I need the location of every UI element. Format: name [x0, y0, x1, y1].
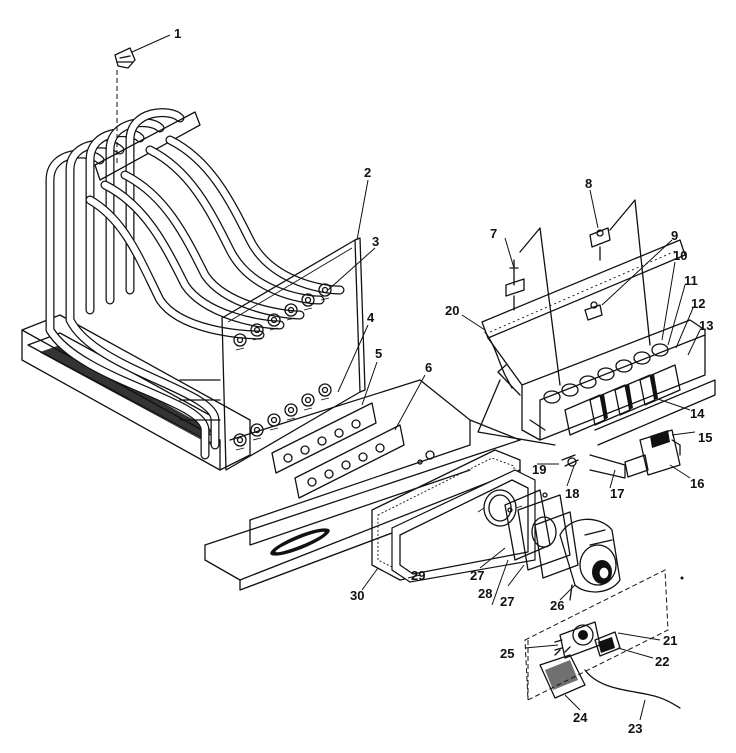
callout-28: 28 [478, 586, 492, 601]
callout-7: 7 [490, 226, 497, 241]
callout-15: 15 [698, 430, 712, 445]
callout-3: 3 [372, 234, 379, 249]
control-box [524, 569, 669, 701]
callout-16: 16 [690, 476, 704, 491]
callout-2: 2 [364, 165, 371, 180]
igniter [589, 227, 611, 261]
upper-burner-openings [233, 283, 332, 351]
cabinet-base [21, 314, 521, 591]
igniter-bracket [584, 301, 603, 321]
callout-22: 22 [655, 654, 669, 669]
callout-26: 26 [550, 598, 564, 613]
callout-21: 21 [663, 633, 677, 648]
callout-12: 12 [691, 296, 705, 311]
callout-9: 9 [671, 228, 678, 243]
callout-5: 5 [375, 346, 382, 361]
callout-18: 18 [565, 486, 579, 501]
assembly-line-8 [609, 199, 651, 346]
callout-23: 23 [628, 721, 642, 736]
gasket-27-lower [534, 511, 579, 579]
crossover-tube [484, 331, 513, 389]
callout-24: 24 [573, 710, 588, 725]
callout-30: 30 [350, 588, 364, 603]
callout-numbers: 1 2 3 4 5 6 7 8 9 10 11 12 13 14 15 16 1… [174, 26, 713, 736]
callout-1: 1 [174, 26, 181, 41]
heat-exchanger-tubes [45, 108, 345, 460]
callout-10: 10 [673, 248, 687, 263]
mount-dot [680, 576, 684, 580]
transformer-24 [539, 646, 586, 699]
callout-6: 6 [425, 360, 432, 375]
lower-burner-openings [233, 383, 332, 451]
burners [564, 364, 681, 436]
callout-14: 14 [690, 406, 705, 421]
gasket-5 [271, 402, 377, 474]
orifice-19 [561, 454, 579, 467]
callout-4: 4 [367, 310, 375, 325]
wire-harness-23 [584, 669, 681, 709]
callout-29: 29 [411, 568, 425, 583]
callout-13: 13 [699, 318, 713, 333]
callout-19: 19 [532, 462, 546, 477]
collector-box-29 [391, 469, 536, 583]
assembly-line-20 [477, 379, 556, 446]
callout-17: 17 [610, 486, 624, 501]
burner-box [481, 239, 716, 446]
callout-25: 25 [500, 646, 514, 661]
flame-sensor [505, 259, 525, 311]
callout-27a: 27 [470, 568, 484, 583]
inducer-plate-28 [517, 494, 571, 571]
gas-manifold [589, 454, 626, 479]
gas-valve [624, 429, 681, 478]
hanger-clip [114, 47, 136, 165]
leader-lines [131, 34, 701, 721]
callout-11: 11 [684, 273, 698, 288]
burner-ports [543, 343, 669, 404]
callout-20: 20 [445, 303, 459, 318]
callout-27b: 27 [500, 594, 514, 609]
fan-control-25 [554, 621, 601, 659]
limit-switch-22 [594, 631, 621, 657]
gasket-6 [294, 424, 405, 499]
inducer-blower-26 [559, 518, 621, 601]
callout-8: 8 [585, 176, 592, 191]
assembly-line-7 [519, 227, 561, 386]
